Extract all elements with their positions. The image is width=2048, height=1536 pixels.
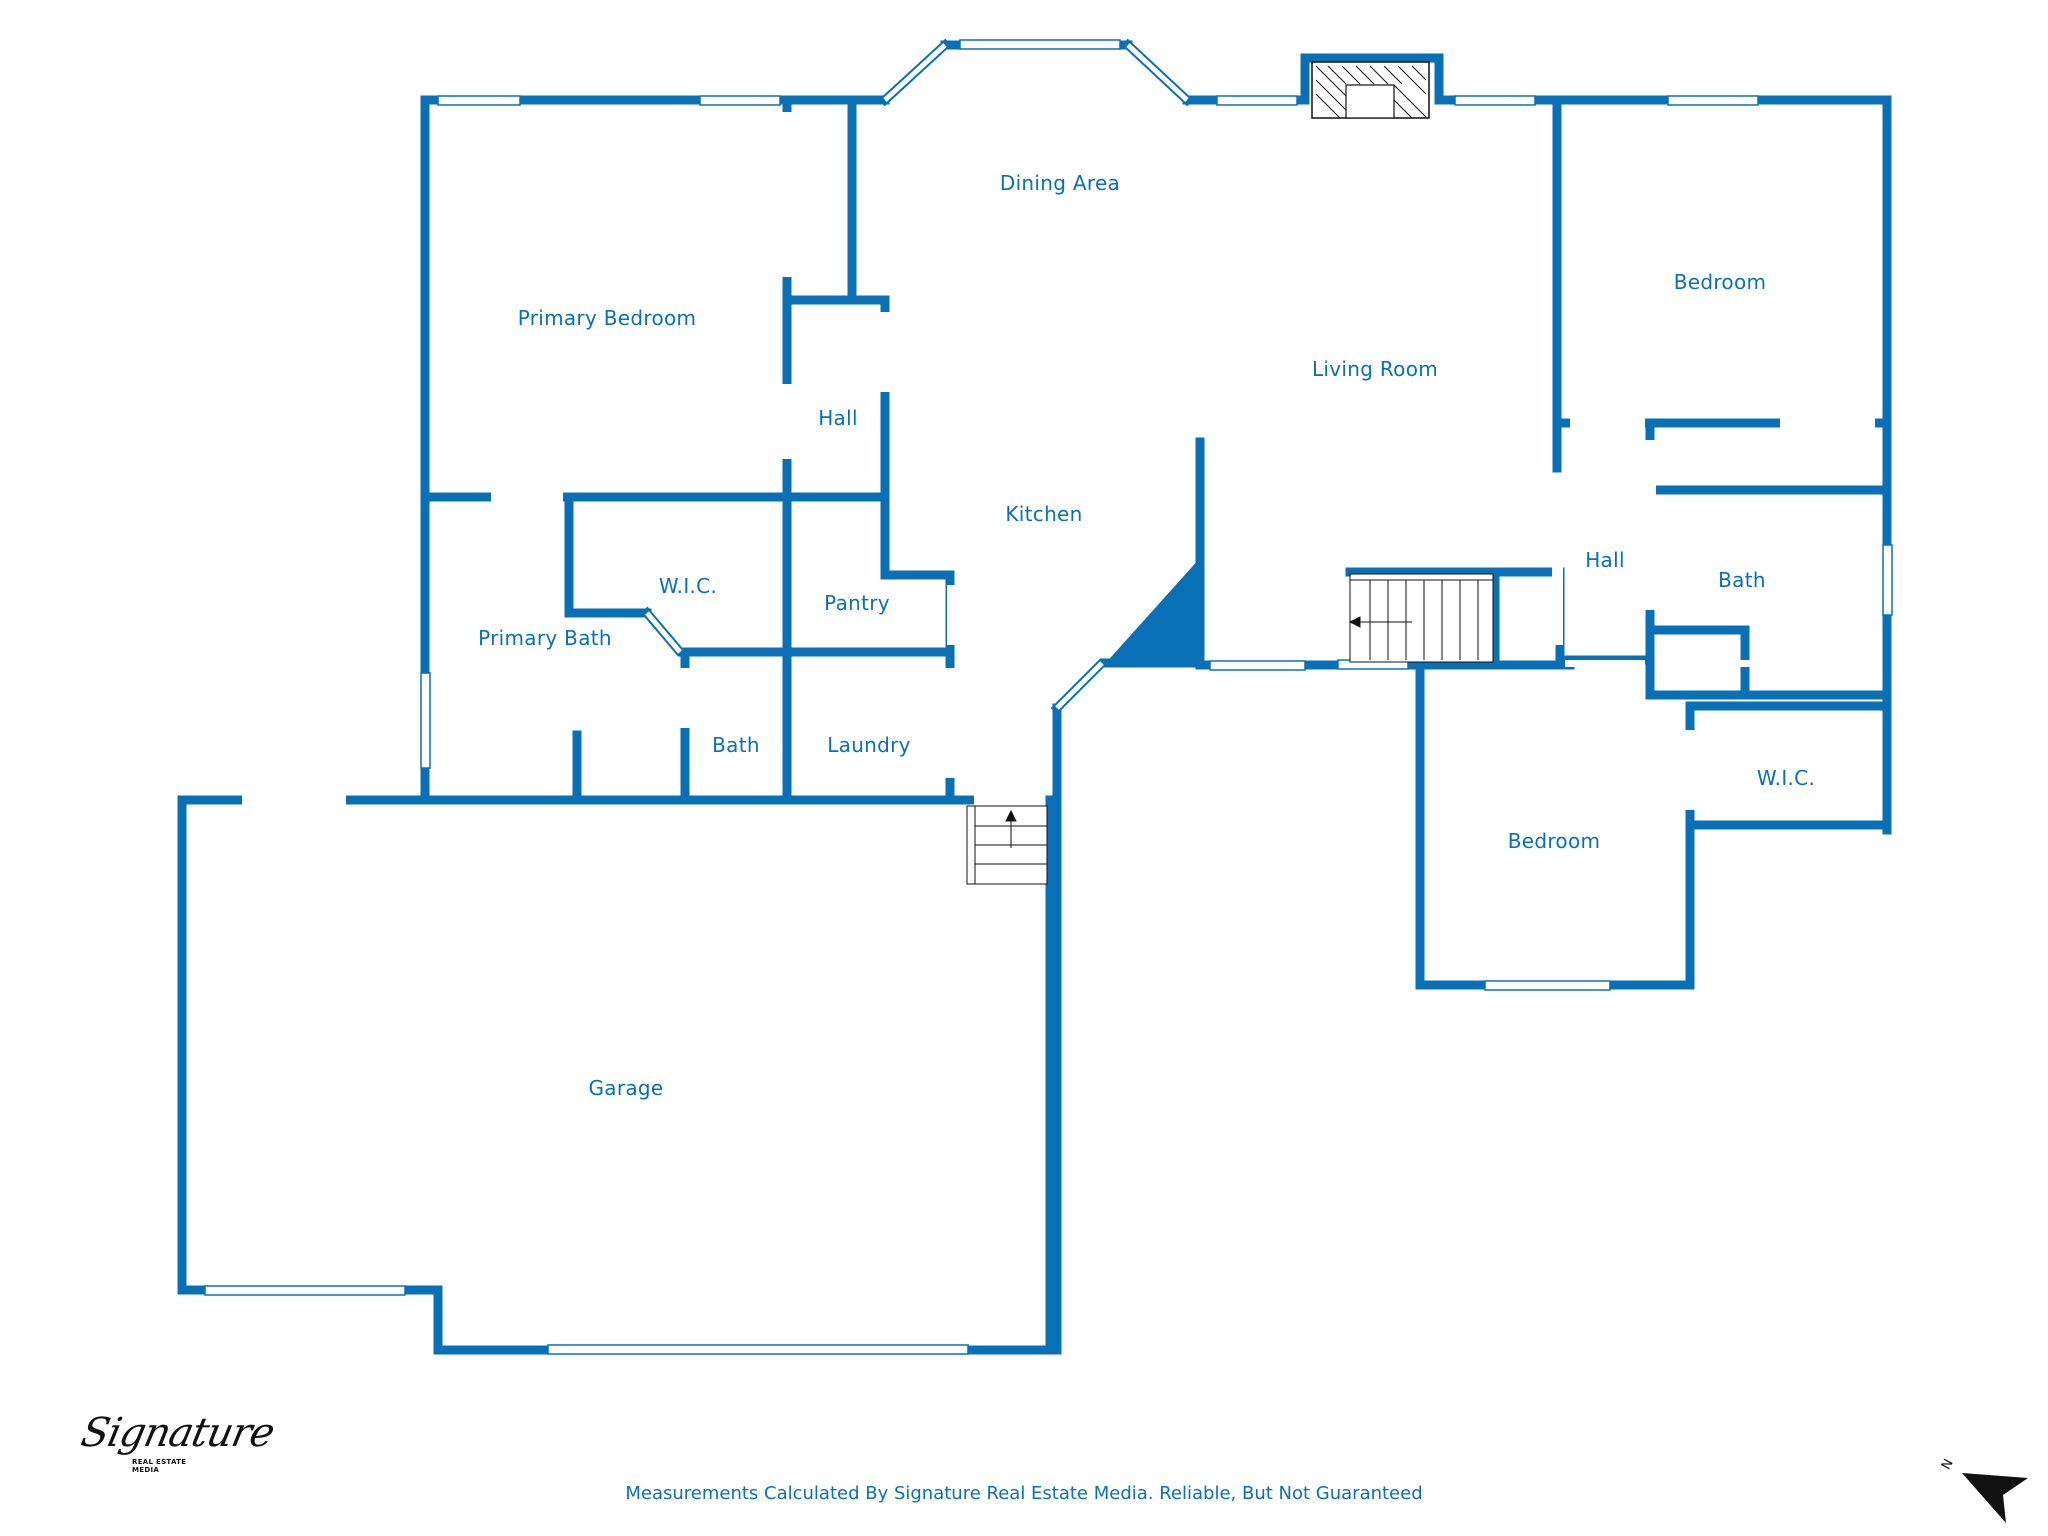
stairs-garage: [966, 805, 1048, 885]
room-label-dining-area: Dining Area: [999, 171, 1121, 195]
signature-logo: Signature REAL ESTATE MEDIA: [76, 1408, 278, 1478]
room-label-wic-primary: W.I.C.: [658, 574, 718, 598]
room-label-bath-small: Bath: [712, 733, 760, 757]
walls: [177, 38, 1892, 1355]
room-label-primary-bedroom: Primary Bedroom: [517, 306, 697, 330]
room-label-bath-east: Bath: [1718, 568, 1766, 592]
room-label-garage: Garage: [588, 1076, 664, 1100]
footer-disclaimer: Measurements Calculated By Signature Rea…: [625, 1483, 1423, 1504]
room-label-hall-east: Hall: [1585, 548, 1625, 572]
room-label-living-room: Living Room: [1311, 357, 1439, 381]
north-arrow-icon: N: [1939, 1455, 2030, 1525]
stairs-living: [1348, 573, 1494, 663]
room-label-laundry: Laundry: [827, 733, 911, 757]
room-label-bedroom-east: Bedroom: [1673, 270, 1767, 294]
room-label-kitchen: Kitchen: [1005, 502, 1083, 526]
room-label-hall-west: Hall: [818, 406, 858, 430]
angled-windows: [645, 43, 1189, 710]
room-label-pantry: Pantry: [824, 591, 890, 615]
room-label-primary-bath: Primary Bath: [478, 626, 612, 650]
fireplace: [1311, 61, 1430, 119]
kitchen-peninsula: [1103, 558, 1203, 666]
room-label-wic-east: W.I.C.: [1756, 766, 1816, 790]
room-label-bedroom-south: Bedroom: [1507, 829, 1601, 853]
windows: [204, 39, 1893, 1355]
compass-arrow: [1962, 1473, 2028, 1523]
logo-script-text: Signature: [77, 1410, 278, 1456]
logo-tagline: REAL ESTATE MEDIA: [132, 1458, 187, 1474]
openings: [242, 112, 1875, 810]
